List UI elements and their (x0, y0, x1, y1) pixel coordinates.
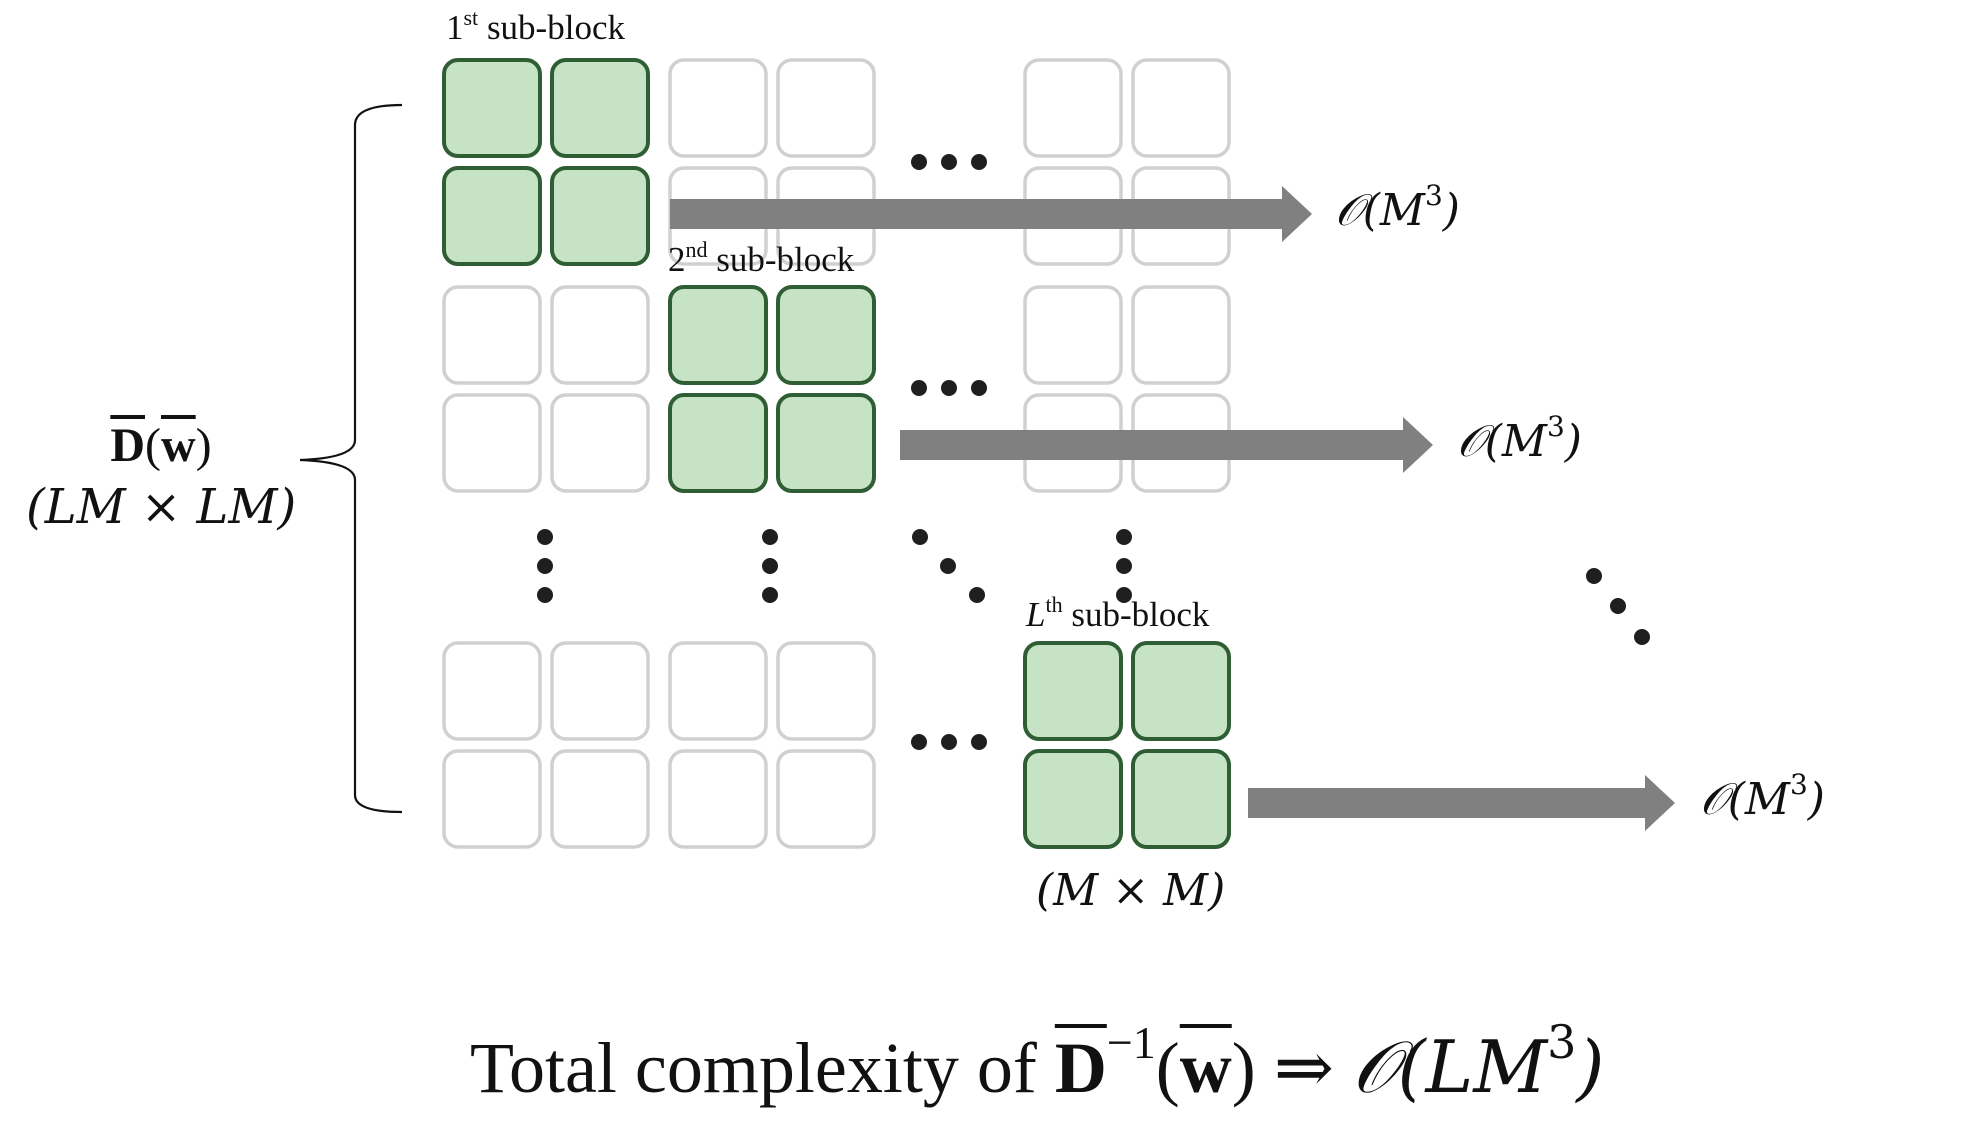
arrow-block-1 (670, 186, 1312, 242)
matrix-cell-highlighted (442, 166, 542, 266)
matrix-cell-empty (442, 749, 542, 849)
matrix-cell-highlighted (442, 58, 542, 158)
sub-block-label-2: 2nd sub-block (668, 237, 855, 280)
matrix-cell-empty (1131, 58, 1231, 158)
diagonal-ellipsis-matrix (912, 529, 985, 603)
matrix-cell-highlighted (1131, 749, 1231, 849)
matrix-cell-empty (442, 393, 542, 493)
matrix-cell-empty (668, 58, 768, 158)
matrix-cell-highlighted (1131, 641, 1231, 741)
matrix-cell-highlighted (668, 393, 768, 493)
block-size-label: (M × M) (1036, 865, 1226, 916)
arrow-block-2 (900, 417, 1433, 473)
matrix-cell-empty (550, 393, 650, 493)
matrix-size: (LM × LM) (26, 479, 297, 535)
matrix-cell-highlighted (1023, 641, 1123, 741)
matrix-cell-empty (442, 641, 542, 741)
matrix-symbol: D(w) (110, 419, 212, 472)
matrix-cell-highlighted (776, 393, 876, 493)
complexity-arrows (670, 186, 1675, 831)
matrix-name: D(w) (LM × LM) (26, 418, 296, 535)
matrix-cell-highlighted (550, 166, 650, 266)
matrix-cell-empty (1131, 285, 1231, 385)
matrix-cell-empty (550, 749, 650, 849)
diagonal-ellipsis-complexity (1586, 568, 1650, 645)
matrix-cell-empty (550, 285, 650, 385)
vertical-ellipsis-col-1 (537, 529, 553, 603)
matrix-cell-empty (1023, 58, 1123, 158)
arrow-block-L (1248, 775, 1675, 831)
matrix-cell-empty (668, 641, 768, 741)
vertical-ellipsis-col-L (1116, 529, 1132, 603)
sub-block-label-1: 1st sub-block (446, 5, 625, 48)
matrix-cell-empty (1023, 285, 1123, 385)
matrix-cell-highlighted (1023, 749, 1123, 849)
matrix-cell-highlighted (776, 285, 876, 385)
matrix-cell-empty (776, 749, 876, 849)
matrix-cell-empty (442, 285, 542, 385)
matrix-cells (442, 58, 1231, 849)
matrix-cell-empty (776, 641, 876, 741)
complexity-label-L: 𝒪(M3) (1700, 768, 1825, 826)
horizontal-ellipsis-row-L (911, 734, 987, 750)
matrix-brace (299, 103, 403, 814)
matrix-cell-empty (776, 58, 876, 158)
sub-block-label-L: Lth sub-block (1026, 592, 1210, 635)
total-complexity: Total complexity of D−1(w) ⇒ 𝒪(LM3) (470, 1015, 1605, 1109)
matrix-cell-empty (550, 641, 650, 741)
matrix-cell-highlighted (668, 285, 768, 385)
horizontal-ellipsis-row-2 (911, 380, 987, 396)
complexity-label-2: 𝒪(M3) (1457, 410, 1582, 468)
complexity-label-1: 𝒪(M3) (1335, 179, 1460, 237)
vertical-ellipsis-col-2 (762, 529, 778, 603)
matrix-cell-empty (668, 749, 768, 849)
matrix-cell-highlighted (550, 58, 650, 158)
horizontal-ellipsis-row-1 (911, 154, 987, 170)
